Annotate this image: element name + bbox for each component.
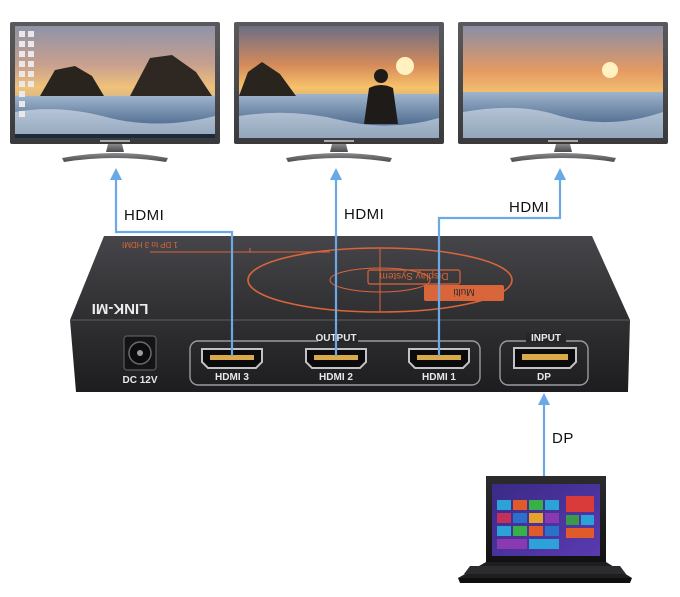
hdmi2-label: HDMI 2 [319,372,353,383]
model-text: 1 DP to 3 HDMI [122,240,178,249]
arrow-up-icon [330,168,342,180]
cable-hdmi3 [114,178,234,356]
splitter-device: Display System Multi 1 DP to 3 HDMI LINK… [70,236,630,392]
dp-port-label: DP [537,372,551,383]
hdmi-label-left: HDMI [124,207,164,224]
mode-text: Multi [453,286,474,297]
monitor-icon [234,22,444,162]
arrow-up-icon [554,168,566,180]
hdmi-port-2 [305,348,367,369]
start-screen-tiles [497,496,594,549]
monitor-screen-sunset [463,26,663,138]
dc-label: DC 12V [122,375,157,386]
arrow-up-icon [110,168,122,180]
hdmi-port-3 [201,348,263,369]
dp-connection-label: DP [552,430,574,447]
monitor-icon [10,22,220,162]
hdmi3-label: HDMI 3 [215,372,249,383]
monitor-screen-desktop [15,26,215,138]
input-label: INPUT [531,333,561,344]
cable-hdmi1 [437,178,562,356]
hdmi-label-right: HDMI [509,199,549,216]
hdmi1-label: HDMI 1 [422,372,456,383]
hdmi-label-middle: HDMI [344,206,384,223]
arrow-up-icon [538,393,550,405]
brand-logo: LINK-MI [92,300,149,317]
system-text: Display System [380,270,449,281]
laptop-icon [458,476,632,583]
device-logo-print: Display System Multi 1 DP to 3 HDMI [122,240,513,313]
monitor-icon [458,22,668,162]
cable-lines [114,178,562,476]
displayport-port [513,347,577,369]
cable-arrowheads [110,168,566,405]
monitor-screen-sunset [239,26,439,138]
hdmi-port-1 [408,348,470,369]
dc-power-jack [123,335,157,371]
